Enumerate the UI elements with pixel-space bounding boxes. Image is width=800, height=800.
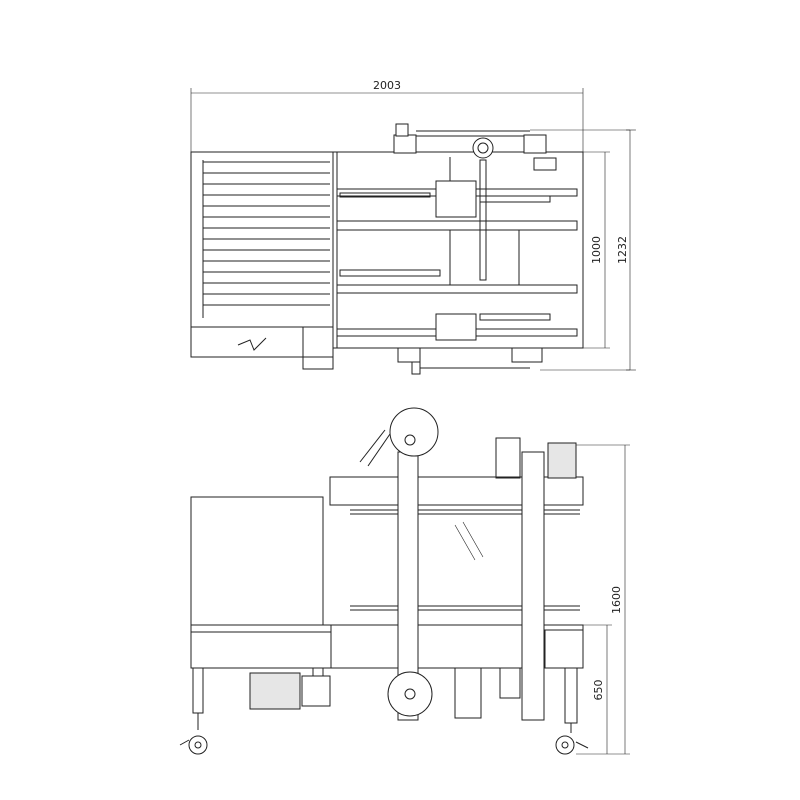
infeed-guard — [190, 496, 324, 626]
dimension-label-650: 650 — [592, 680, 605, 701]
dimension-label-1232: 1232 — [616, 236, 629, 264]
dimension-overall-width: 1232 — [616, 129, 636, 371]
dimension-table-height: 650 — [583, 624, 612, 754]
infeed-roller-conveyor — [190, 151, 334, 370]
dimension-label-1000: 1000 — [590, 236, 603, 264]
right-column — [521, 451, 545, 721]
motor — [249, 672, 301, 710]
infeed-table — [190, 624, 332, 669]
caster-left — [179, 713, 208, 755]
upper-tape-roll — [389, 407, 439, 457]
top-view: 2003 — [190, 79, 636, 375]
main-frame-top — [332, 123, 630, 375]
dimension-label-1600: 1600 — [610, 586, 623, 614]
side-view: 1600 650 — [179, 407, 630, 755]
upper-head — [329, 476, 584, 506]
dimension-frame-width: 1000 — [583, 151, 610, 349]
caster-right — [555, 723, 589, 755]
dimension-label-2003: 2003 — [373, 79, 401, 92]
dimension-overall-length: 2003 — [190, 79, 584, 152]
dimension-overall-height: 1600 — [576, 444, 630, 755]
lower-tape-roll — [387, 671, 433, 717]
